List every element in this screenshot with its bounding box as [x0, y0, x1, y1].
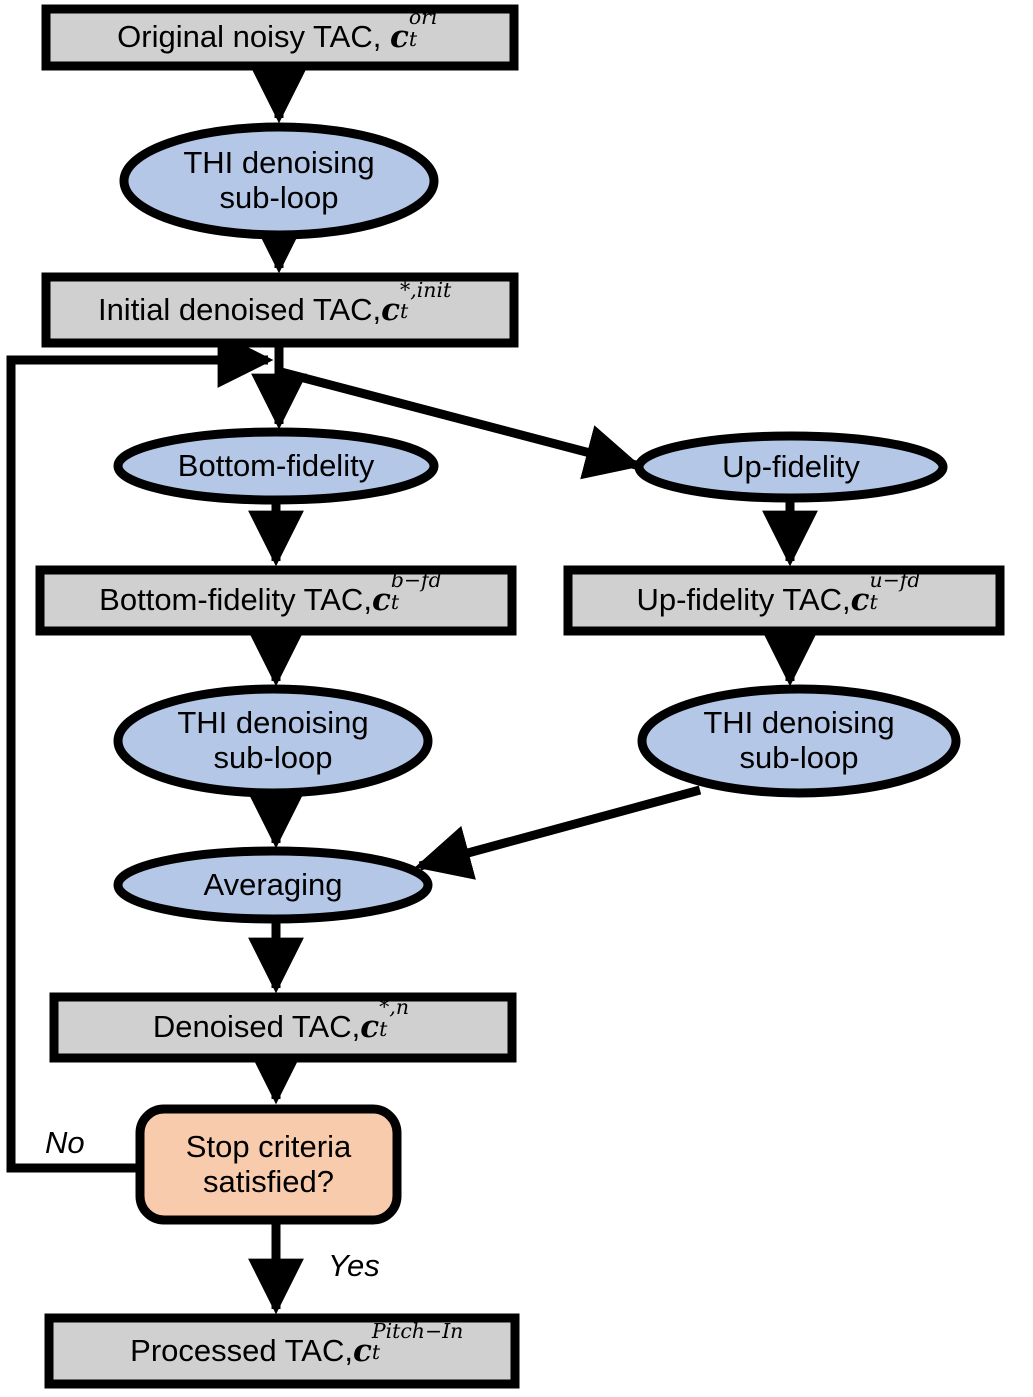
node-denoised-tac-shape: [49, 992, 517, 1063]
node-up-fidelity-tac-shape: [563, 565, 1005, 636]
edge-thi-up-to-averaging: [414, 785, 702, 880]
node-bottom-fidelity-tac-shape: [35, 565, 517, 636]
node-thi-denoise-initial-shape: [119, 122, 439, 240]
node-initial-denoised-tac-shape: [41, 272, 519, 348]
node-processed-tac-shape: [44, 1313, 520, 1389]
edge-label-yes: Yes: [328, 1248, 380, 1283]
edge-label-no: No: [45, 1125, 85, 1160]
node-thi-denoise-bottom-shape: [113, 684, 433, 798]
edge-feedback-no-loop: [6, 332, 274, 1173]
node-original-tac-shape: [41, 4, 519, 71]
node-thi-denoise-up-shape: [637, 684, 961, 798]
edge-initial-tac-to-up-fidelity: [279, 367, 642, 480]
node-stop-criteria-shape: [135, 1104, 402, 1225]
node-bottom-fidelity-shape: [113, 427, 439, 505]
node-averaging-shape: [113, 846, 433, 924]
node-up-fidelity-shape: [634, 431, 948, 503]
